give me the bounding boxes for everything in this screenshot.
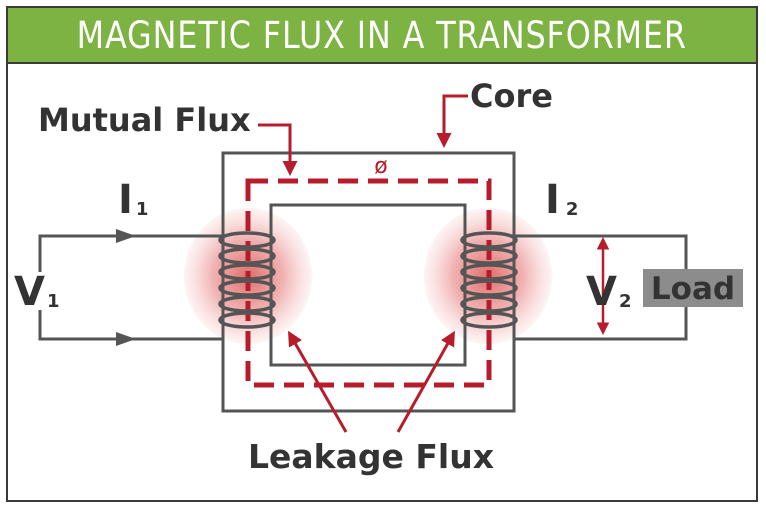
secondary-circuit <box>514 234 688 341</box>
leakage-arrow-right <box>396 330 455 433</box>
page-title: MAGNETIC FLUX IN A TRANSFORMER <box>76 13 688 57</box>
current-arrow-top <box>116 229 136 243</box>
primary-circuit <box>38 234 223 341</box>
leakage-arrow-left <box>288 330 348 433</box>
title-banner: MAGNETIC FLUX IN A TRANSFORMER <box>8 8 756 64</box>
flux-symbol: ø <box>374 154 387 179</box>
secondary-coil <box>460 231 518 329</box>
primary-coil <box>218 231 276 329</box>
mutual-flux-label: Mutual Flux <box>38 101 251 139</box>
core-leader <box>436 94 468 148</box>
load-box <box>643 269 743 307</box>
load-label: Load <box>651 271 735 307</box>
leakage-flux-label: Leakage Flux <box>248 437 494 476</box>
mutual-flux-leader <box>258 123 298 176</box>
diagram-frame <box>6 6 758 502</box>
mutual-flux-path <box>245 178 492 388</box>
core-label: Core <box>470 77 553 115</box>
current-arrow-bottom <box>116 332 136 346</box>
